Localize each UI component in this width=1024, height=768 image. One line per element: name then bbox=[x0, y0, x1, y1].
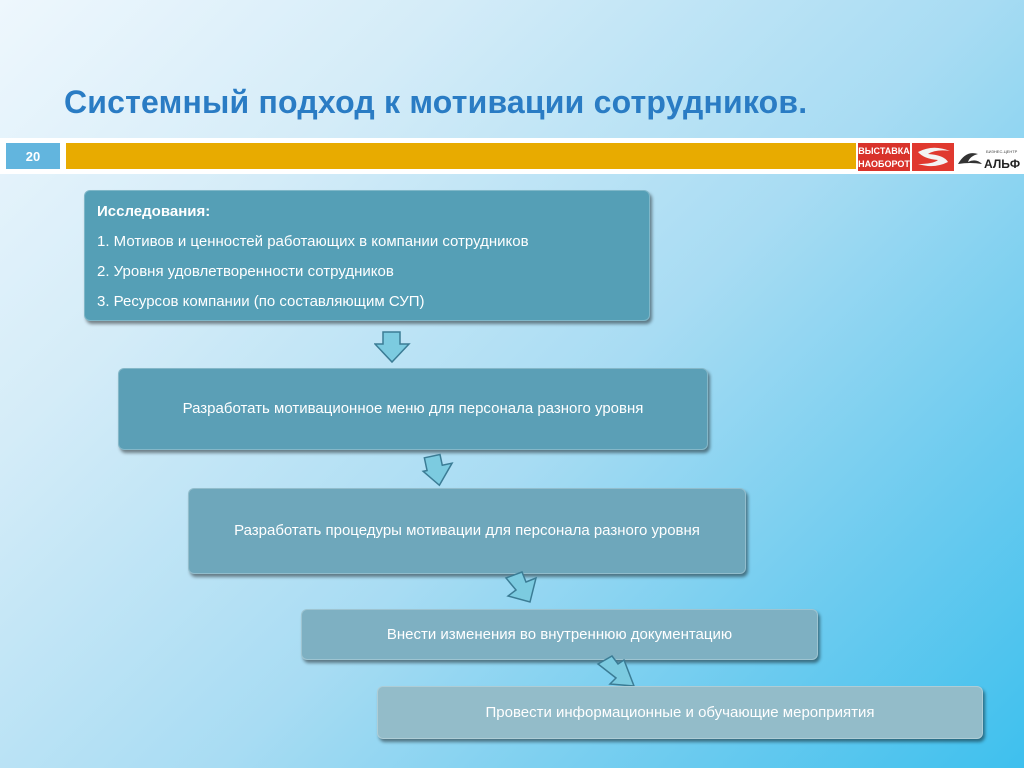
alpha-logo: БИЗНЕС-ЦЕНТР АЛЬФ bbox=[958, 149, 1020, 171]
down-arrow-icon bbox=[504, 571, 538, 603]
research-item-2: 2. Уровня удовлетворенности сотрудников bbox=[97, 263, 394, 280]
logo-right-main: АЛЬФ bbox=[984, 157, 1020, 171]
step-motivation-procedures: Разработать процедуры мотивации для перс… bbox=[188, 488, 746, 574]
research-item-3: 3. Ресурсов компании (по составляющим СУ… bbox=[97, 293, 425, 310]
logo-left-line2: НАОБОРОТ bbox=[858, 159, 910, 169]
bird-icon bbox=[958, 153, 982, 164]
accent-bar bbox=[66, 143, 856, 169]
down-arrow-icon bbox=[374, 331, 411, 364]
logo-right-small: БИЗНЕС-ЦЕНТР bbox=[986, 149, 1018, 154]
step-training: Провести информационные и обучающие меро… bbox=[377, 686, 983, 739]
down-arrow-icon bbox=[596, 655, 636, 687]
step-motivation-menu: Разработать мотивационное меню для персо… bbox=[118, 368, 708, 450]
vystavka-logo: ВЫСТАВКА НАОБОРОТ bbox=[858, 143, 954, 171]
down-arrow-icon bbox=[421, 453, 454, 487]
partner-logos: ВЫСТАВКА НАОБОРОТ БИЗНЕС-ЦЕНТР АЛЬФ bbox=[858, 143, 1020, 171]
logo-left-line1: ВЫСТАВКА bbox=[858, 146, 910, 156]
slide-number: 20 bbox=[6, 143, 60, 169]
research-item-1: 1. Мотивов и ценностей работающих в комп… bbox=[97, 233, 529, 250]
step-documentation: Внести изменения во внутреннюю документа… bbox=[301, 609, 818, 660]
research-header: Исследования: bbox=[97, 203, 211, 220]
slide-title: Системный подход к мотивации сотрудников… bbox=[64, 84, 808, 120]
research-box: Исследования: 1. Мотивов и ценностей раб… bbox=[84, 190, 650, 321]
